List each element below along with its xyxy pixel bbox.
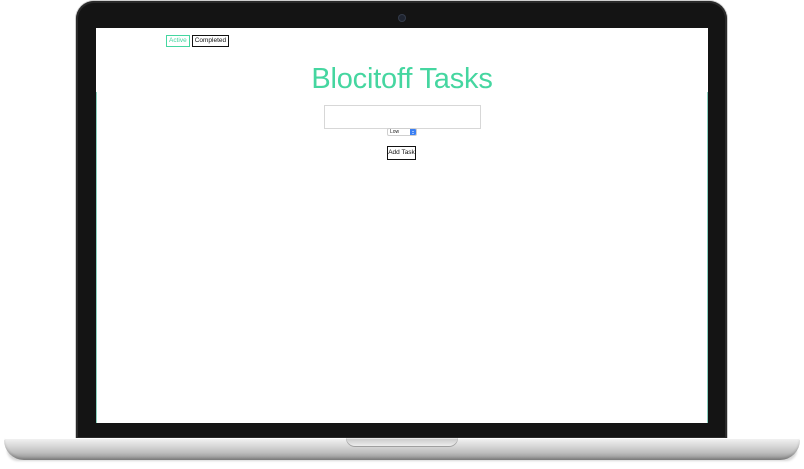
tab-active[interactable]: Active xyxy=(166,35,190,47)
priority-select[interactable]: Low xyxy=(387,128,417,136)
tab-completed[interactable]: Completed xyxy=(191,35,230,47)
task-input[interactable] xyxy=(324,105,481,129)
chevron-up-icon xyxy=(412,130,414,132)
screen-edge-right xyxy=(707,92,708,423)
laptop-notch xyxy=(346,438,458,447)
page-title: Blocitoff Tasks xyxy=(311,63,493,95)
add-task-button[interactable]: Add Task xyxy=(387,146,416,160)
chevron-up-down-icon xyxy=(410,129,416,135)
laptop-base xyxy=(4,438,800,460)
chevron-down-icon xyxy=(412,132,414,134)
app-screen: Active Completed Blocitoff Tasks Low Add… xyxy=(96,28,708,423)
task-tabs: Active Completed xyxy=(166,35,230,47)
camera-icon xyxy=(398,14,406,22)
screen-edge-left xyxy=(96,92,97,423)
priority-select-value: Low xyxy=(390,128,400,135)
